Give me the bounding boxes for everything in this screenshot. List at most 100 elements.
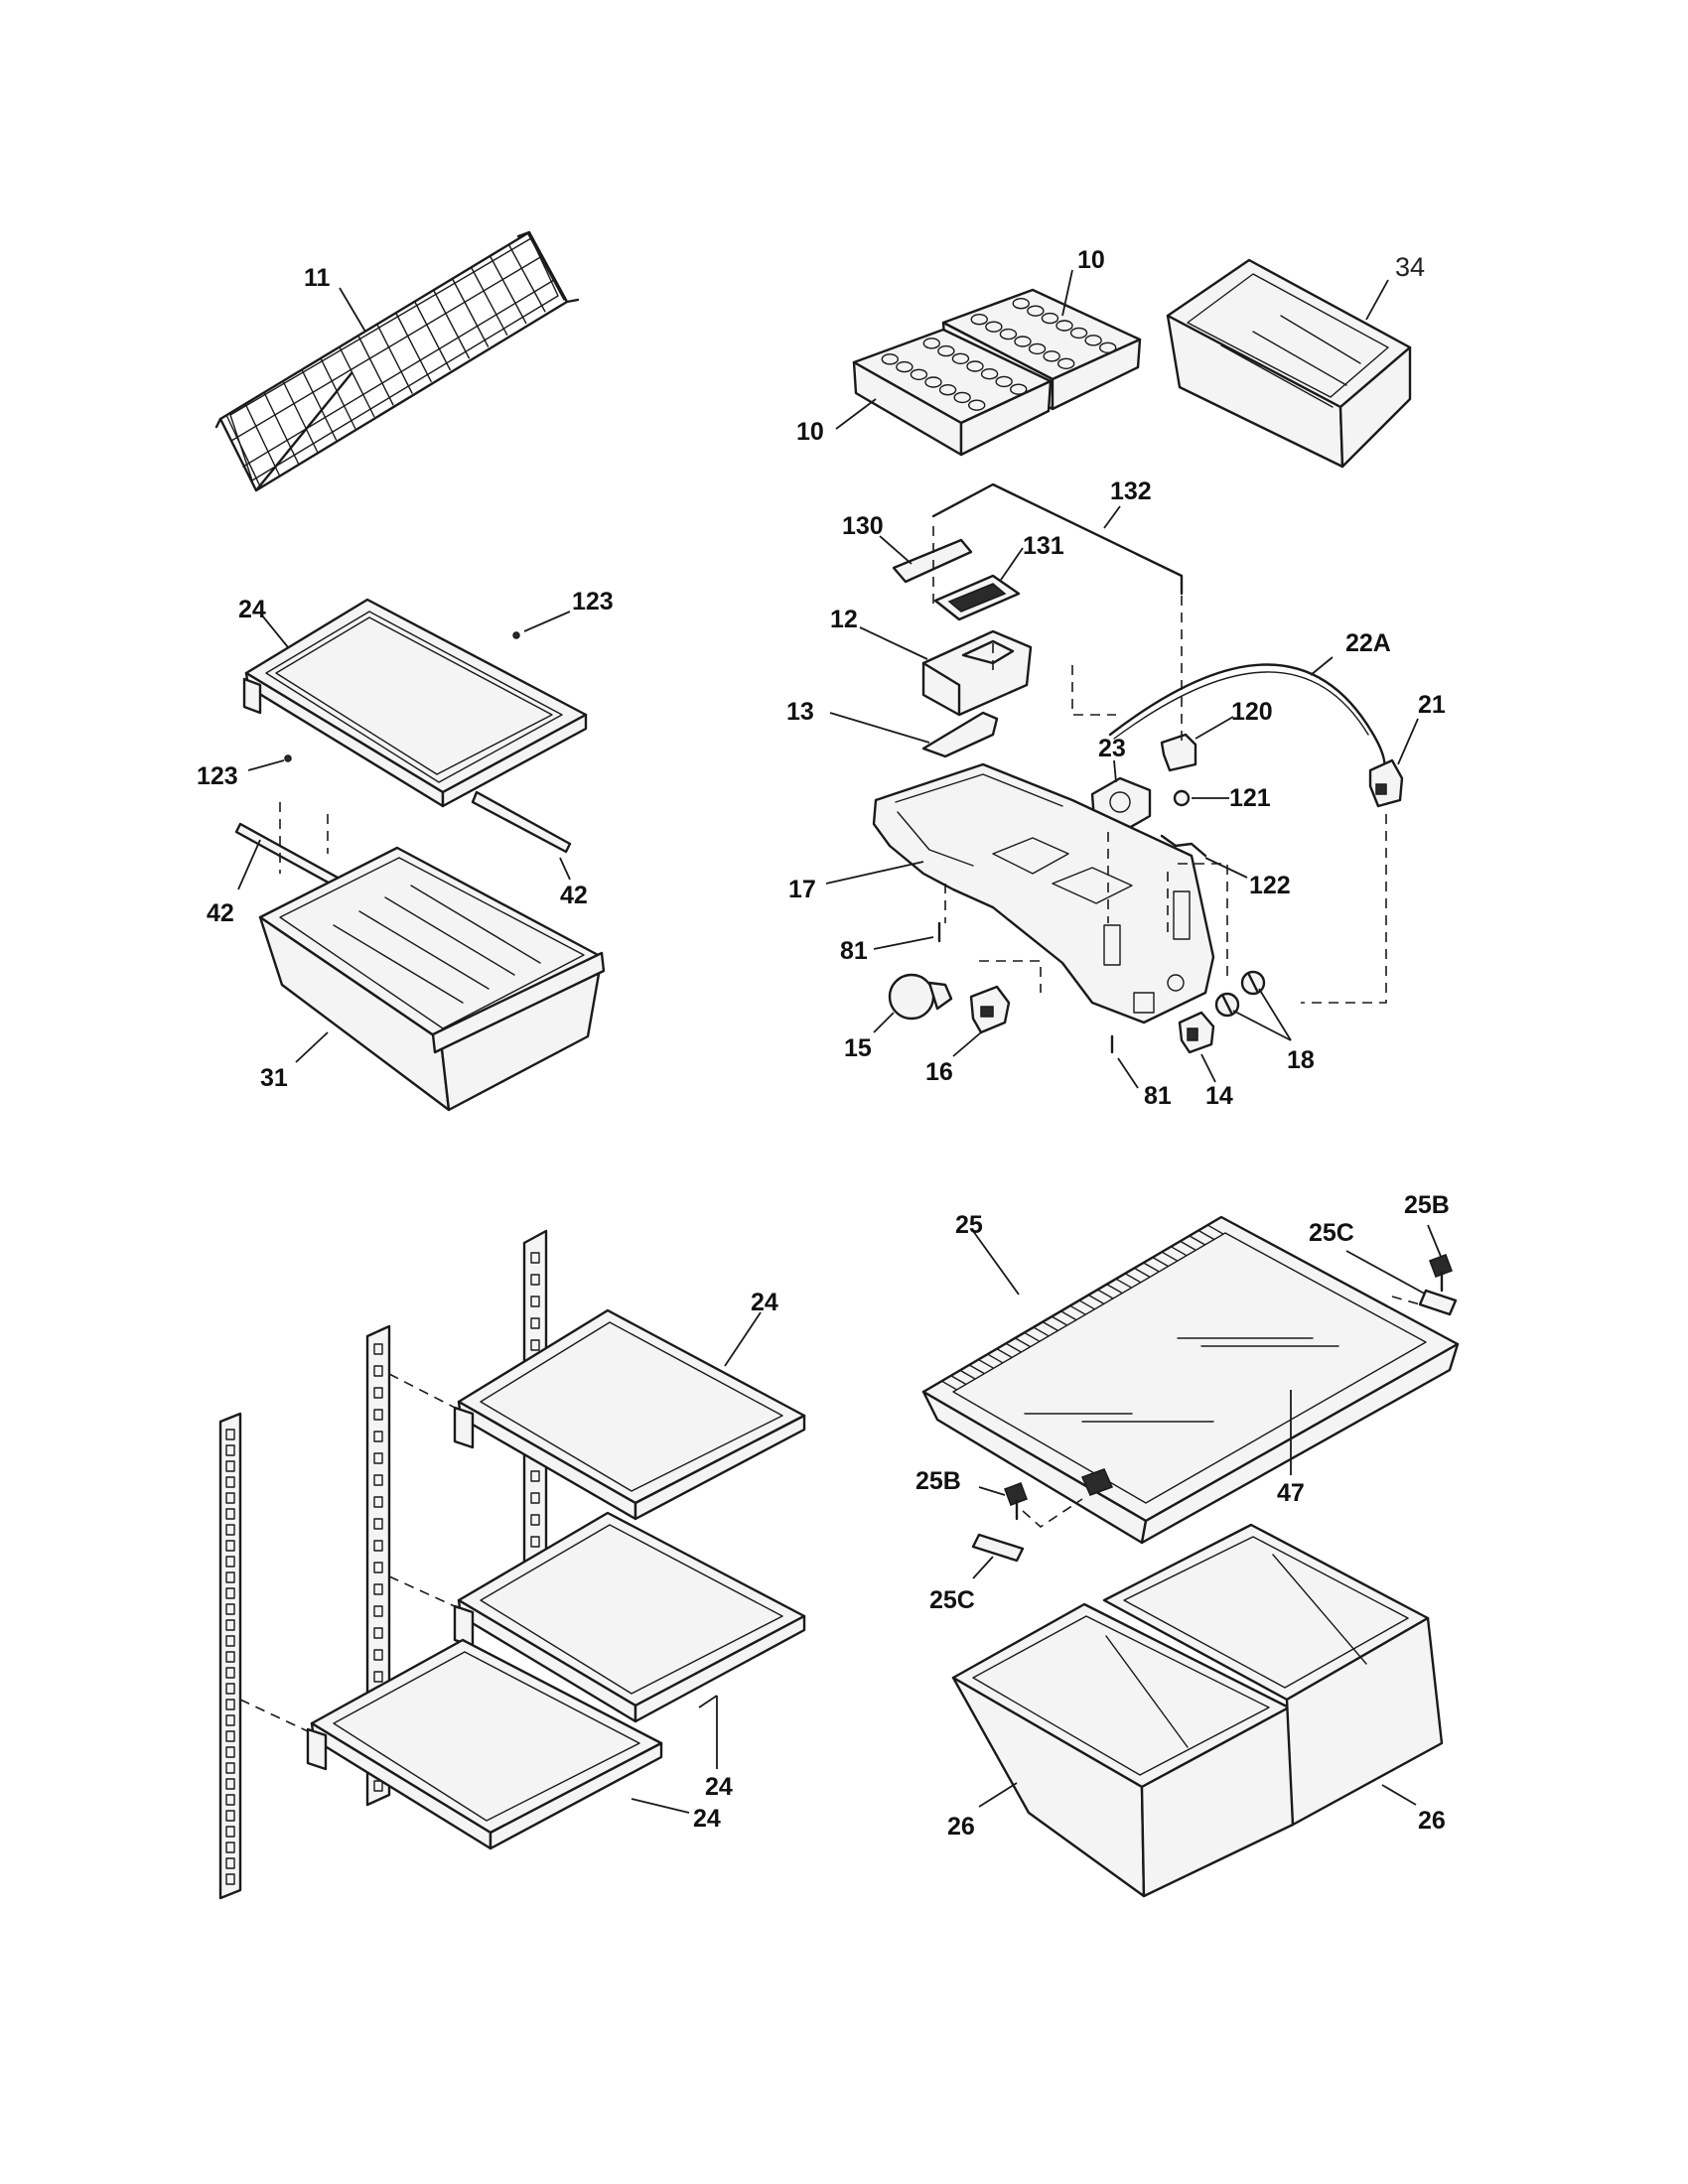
rail-slot: [225, 1603, 235, 1615]
cover-pin-right: [1429, 1254, 1453, 1293]
wire-rung: [263, 391, 299, 465]
cover-vent: [1115, 1278, 1132, 1289]
rail-slot: [373, 1518, 383, 1530]
glass-shelf-a: [453, 1308, 806, 1521]
light-switch: [1178, 1011, 1215, 1054]
rail-slot: [225, 1842, 235, 1853]
cover-vent: [1134, 1268, 1150, 1278]
wire-rung: [320, 357, 356, 429]
label-130: 130: [842, 512, 884, 540]
freezer-bin: [1166, 258, 1412, 469]
cover-pin-left: [1004, 1482, 1028, 1521]
crisper-pan: [258, 846, 606, 1112]
cover-vent: [950, 1375, 966, 1385]
ice-cell: [937, 344, 955, 357]
cover-vent: [1190, 1235, 1205, 1246]
ice-cell: [995, 375, 1013, 388]
rail-slot: [225, 1540, 235, 1552]
ice-cell: [1043, 350, 1060, 362]
wire-rung: [282, 380, 319, 453]
rail-slot: [373, 1671, 383, 1683]
label-25C-right: 25C: [1309, 1219, 1354, 1247]
ice-cell: [1055, 320, 1073, 332]
cover-vent: [1180, 1241, 1196, 1251]
ice-cell: [1028, 342, 1047, 355]
ice-cell: [910, 368, 928, 380]
rail-slot: [225, 1730, 235, 1742]
ice-cell: [1027, 305, 1045, 317]
wire-rung: [527, 233, 565, 301]
crisper-cover: [921, 1215, 1460, 1545]
label-10-top: 10: [1077, 246, 1105, 274]
glass-shelf-c: [306, 1638, 663, 1850]
rail-slot: [225, 1492, 235, 1504]
ice-cell: [953, 391, 971, 404]
ice-cell: [1014, 336, 1032, 347]
label-26-left: 26: [947, 1813, 975, 1841]
label-17: 17: [788, 876, 816, 903]
label-123-top: 123: [572, 588, 614, 615]
rail-slot: [530, 1252, 540, 1264]
rail-slot: [225, 1714, 235, 1726]
wire-rung: [244, 402, 280, 476]
rail-slot: [225, 1476, 235, 1488]
glass-shelf-b: [453, 1511, 806, 1723]
rail-slot: [373, 1780, 383, 1792]
rail-slot: [530, 1339, 540, 1351]
wire-rung: [471, 267, 508, 336]
rail-slot: [373, 1649, 383, 1661]
cover-vent: [940, 1380, 957, 1391]
label-132: 132: [1110, 478, 1152, 505]
cover-vent: [1207, 1224, 1224, 1235]
label-121: 121: [1229, 784, 1271, 812]
cover-vent: [978, 1358, 994, 1369]
rail-slot: [225, 1556, 235, 1568]
ice-cell: [938, 384, 957, 396]
label-34: 34: [1395, 252, 1425, 282]
ice-cell: [1010, 383, 1028, 395]
ice-cell: [985, 321, 1003, 333]
rail-slot: [373, 1365, 383, 1377]
label-16: 16: [925, 1058, 953, 1086]
rail-slot: [373, 1474, 383, 1486]
wire-rung: [452, 278, 490, 347]
ice-cell: [1041, 312, 1059, 325]
label-21: 21: [1418, 691, 1446, 719]
rail-slot: [373, 1627, 383, 1639]
label-122: 122: [1249, 872, 1291, 899]
cover-vent: [996, 1348, 1012, 1358]
cover-vent: [968, 1364, 985, 1374]
label-10-left: 10: [796, 418, 824, 446]
wire-shelf: [214, 230, 580, 492]
cover-vent: [1033, 1326, 1050, 1337]
rail-slot: [530, 1492, 540, 1504]
ice-cell: [1099, 341, 1117, 353]
ice-cell: [1057, 357, 1075, 369]
ice-cell: [966, 360, 984, 372]
cover-vent: [1052, 1315, 1067, 1326]
rail-slot: [373, 1496, 383, 1508]
rail-slot: [225, 1571, 235, 1583]
rail-slot: [373, 1562, 383, 1573]
label-25: 25: [955, 1211, 983, 1239]
rail-slot: [225, 1429, 235, 1440]
rail-slot: [225, 1873, 235, 1885]
label-24-shelf-b: 24: [705, 1773, 733, 1801]
wire-rung: [414, 301, 451, 371]
rail-slot: [225, 1857, 235, 1869]
cover-vent: [1060, 1310, 1076, 1320]
cover-vent: [1088, 1295, 1104, 1304]
lamp-socket: [969, 985, 1011, 1034]
cover-vent: [1125, 1273, 1141, 1284]
label-42-right: 42: [560, 882, 588, 909]
wire-rung: [225, 414, 261, 487]
label-11: 11: [304, 264, 331, 292]
wire-rung: [301, 368, 338, 441]
label-24-shelf-a: 24: [751, 1289, 778, 1316]
ice-cell: [999, 328, 1018, 341]
cover-vent: [1015, 1337, 1031, 1347]
rail-slot: [373, 1583, 383, 1595]
label-14: 14: [1205, 1082, 1233, 1110]
control-knobs: [1214, 970, 1266, 1018]
rail-slot: [373, 1605, 383, 1617]
